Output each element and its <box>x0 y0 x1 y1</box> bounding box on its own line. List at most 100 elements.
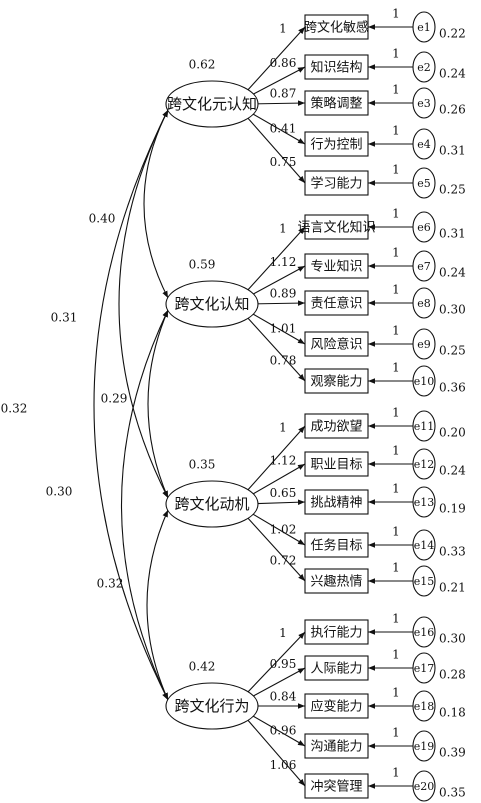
error-label: e9 <box>417 338 431 351</box>
error-ellipse <box>412 730 436 762</box>
indicator-box <box>304 489 369 515</box>
error-label: e7 <box>417 260 431 273</box>
error-ellipse <box>412 287 436 319</box>
error-variance: 0.20 <box>439 426 466 440</box>
loading-path <box>245 26 306 93</box>
indicator-box <box>304 253 369 279</box>
error-variance: 0.24 <box>439 67 466 81</box>
error-variance: 0.35 <box>439 786 466 800</box>
loading-path <box>245 711 306 747</box>
error-label: e2 <box>417 61 431 74</box>
loading-path <box>245 425 306 493</box>
indicator-box <box>304 413 369 439</box>
error-ellipse <box>412 250 436 282</box>
error-path-weight: 1 <box>392 482 400 496</box>
error-variance: 0.30 <box>439 632 466 646</box>
indicator-label: 策略调整 <box>310 96 362 112</box>
error-ellipse <box>412 486 436 518</box>
error-variance: 0.21 <box>439 581 466 595</box>
error-path-weight: 1 <box>392 444 400 458</box>
covariance-curve <box>147 309 169 499</box>
error-variance: 0.25 <box>439 183 466 197</box>
latent-variance: 0.42 <box>189 660 216 674</box>
error-path-weight: 1 <box>392 163 400 177</box>
error-variance: 0.39 <box>439 746 466 760</box>
indicator-box <box>304 655 369 681</box>
latent-variance: 0.35 <box>189 458 216 472</box>
loading-path <box>245 115 306 184</box>
error-variance: 0.31 <box>439 144 466 158</box>
indicator-label: 专业知识 <box>310 259 362 275</box>
error-path-weight: 1 <box>392 648 400 662</box>
indicator-box <box>304 54 369 80</box>
indicator-box <box>304 693 369 719</box>
node-layer: 跨文化元认知0.62跨文化认知0.59跨文化动机0.35跨文化行为0.42跨文化… <box>165 11 466 802</box>
error-label: e14 <box>414 539 435 552</box>
loading-layer: 10.860.870.410.7511.120.891.010.7811.120… <box>245 22 306 787</box>
indicator-label: 沟通能力 <box>310 740 362 755</box>
indicator-box <box>304 532 369 558</box>
error-ellipse <box>412 770 436 802</box>
error-ellipse <box>412 448 436 480</box>
covariance-curve <box>121 309 169 701</box>
error-label: e13 <box>414 496 435 509</box>
covariance-curve <box>146 509 169 701</box>
indicator-label: 语言文化知识 <box>297 220 375 236</box>
error-variance: 0.36 <box>439 381 466 395</box>
loading-value: 0.89 <box>270 287 297 301</box>
indicator-box <box>304 214 369 240</box>
covariance-layer: 0.400.310.320.290.300.32 <box>1 109 169 701</box>
latent-label: 跨文化动机 <box>174 495 249 513</box>
indicator-box <box>304 773 369 799</box>
indicator-box <box>304 170 369 196</box>
indicator-label: 职业目标 <box>310 458 362 473</box>
error-label: e18 <box>414 700 435 713</box>
error-path-weight: 1 <box>392 686 400 700</box>
loading-value: 1.12 <box>270 255 297 269</box>
covariance-value: 0.40 <box>89 212 116 226</box>
loading-value: 0.41 <box>270 122 297 136</box>
loading-path <box>245 631 306 695</box>
error-label: e12 <box>414 458 435 471</box>
error-path-weight: 1 <box>392 83 400 97</box>
indicator-label: 跨文化敏感 <box>304 20 369 36</box>
loading-value: 0.84 <box>270 690 297 704</box>
loading-path <box>245 509 306 546</box>
error-variance: 0.22 <box>439 27 466 41</box>
error-path-weight: 1 <box>392 766 400 780</box>
error-path-weight: 1 <box>392 561 400 575</box>
loading-path <box>245 515 306 582</box>
error-ellipse <box>412 365 436 397</box>
error-ellipse <box>412 128 436 160</box>
indicator-label: 执行能力 <box>310 626 362 641</box>
indicator-box <box>304 568 369 594</box>
error-label: e1 <box>417 21 431 34</box>
indicator-box <box>304 451 369 477</box>
indicator-label: 责任意识 <box>310 296 362 312</box>
error-variance: 0.24 <box>439 266 466 280</box>
error-variance: 0.30 <box>439 303 466 317</box>
error-variance: 0.26 <box>439 103 466 117</box>
error-ellipse <box>412 565 436 597</box>
indicator-label: 风险意识 <box>310 337 362 353</box>
indicator-label: 应变能力 <box>310 699 362 715</box>
loading-value: 0.75 <box>270 155 297 169</box>
error-label: e10 <box>414 375 435 388</box>
covariance-value: 0.31 <box>51 311 78 325</box>
covariance-curve <box>93 109 169 701</box>
error-ellipse <box>412 652 436 684</box>
covariance-value: 0.30 <box>46 485 73 499</box>
latent-label: 跨文化认知 <box>174 295 249 313</box>
indicator-box <box>304 619 369 645</box>
error-ellipse <box>412 328 436 360</box>
loading-path <box>245 667 306 701</box>
indicator-label: 人际能力 <box>310 662 362 677</box>
error-ellipse <box>412 211 436 243</box>
indicator-label: 挑战精神 <box>310 496 362 511</box>
error-ellipse <box>412 11 436 43</box>
loading-path <box>245 66 306 99</box>
error-path-weight: 1 <box>392 47 400 61</box>
loading-value: 1.01 <box>270 322 297 336</box>
